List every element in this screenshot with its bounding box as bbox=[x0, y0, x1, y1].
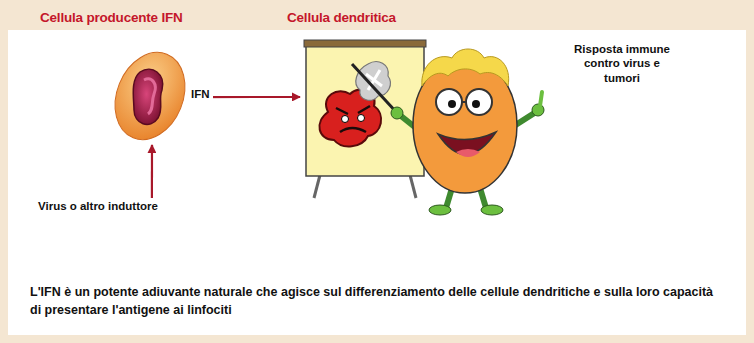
pupil bbox=[448, 100, 456, 108]
cell-heading: Cellula dendritica bbox=[287, 10, 396, 25]
hair bbox=[422, 49, 509, 86]
white-panel bbox=[8, 30, 746, 335]
dendritic-character bbox=[352, 49, 544, 215]
inducer-text: Virus o altro induttore bbox=[38, 200, 158, 212]
cell-heading: Cellula producente IFN bbox=[40, 10, 183, 25]
foot bbox=[429, 205, 451, 215]
hand bbox=[391, 107, 403, 119]
inducer-node: Virus o altro induttore bbox=[38, 198, 208, 216]
ifn-producing-cell: Cellula producente IFN bbox=[95, 8, 195, 145]
pupil bbox=[472, 100, 480, 108]
glasses-lens bbox=[436, 89, 462, 115]
tongue bbox=[456, 149, 480, 157]
virus-eyebrows bbox=[336, 106, 370, 114]
pointer-stick bbox=[352, 64, 398, 114]
glasses-lens bbox=[466, 89, 492, 115]
caption: L'IFN è un potente adiuvante naturale ch… bbox=[30, 284, 720, 319]
poster-leg bbox=[314, 175, 320, 198]
cell-nucleus bbox=[133, 69, 162, 124]
arrow-connector bbox=[151, 145, 153, 198]
edge-label: IFN bbox=[190, 88, 213, 100]
poster-leg bbox=[410, 175, 416, 198]
glasses-bridge bbox=[462, 101, 466, 103]
nucleus-highlight bbox=[144, 79, 155, 114]
cell-body bbox=[103, 42, 198, 150]
virus-eye bbox=[342, 116, 349, 123]
speech-label: Risposta immune contro virus e tumori bbox=[568, 42, 676, 85]
grey-particle bbox=[356, 62, 391, 101]
foot bbox=[481, 205, 503, 215]
virus-mouth bbox=[340, 128, 366, 132]
poster-board bbox=[306, 44, 424, 176]
poster-bar bbox=[304, 40, 426, 47]
virus-eye bbox=[358, 115, 365, 122]
finger bbox=[540, 92, 542, 106]
ifn-cell bbox=[103, 42, 198, 150]
dendritic-cell: Cellula dendritica bbox=[300, 8, 535, 208]
leg bbox=[480, 188, 486, 208]
hand bbox=[532, 104, 544, 116]
poster bbox=[304, 40, 426, 198]
